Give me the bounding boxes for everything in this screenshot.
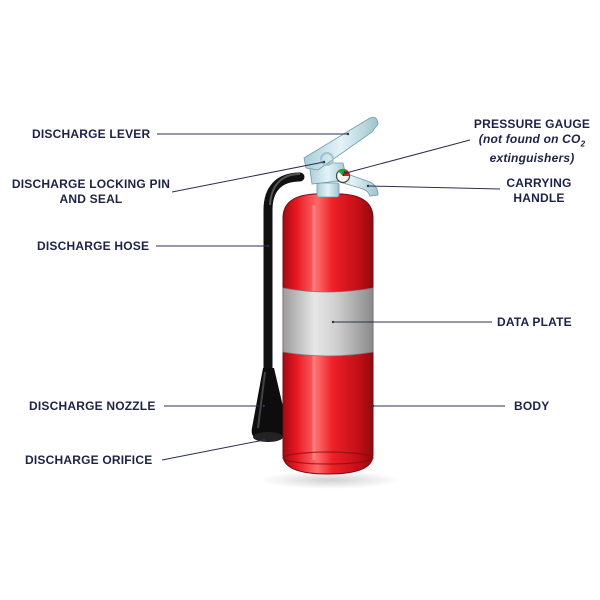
discharge-nozzle xyxy=(251,368,289,440)
label-discharge-lever: DISCHARGE LEVER xyxy=(32,127,150,142)
leader-pressure-gauge xyxy=(345,139,471,174)
hose-highlight xyxy=(269,173,301,206)
leader-dot-nozzle xyxy=(262,404,266,408)
leader-dot-handle xyxy=(366,184,370,188)
label-pressure-gauge-note-prefix: (not found on CO xyxy=(478,132,581,146)
leader-carrying-handle xyxy=(367,185,501,190)
label-discharge-orifice: DISCHARGE ORIFICE xyxy=(25,453,152,468)
label-discharge-lever-text: DISCHARGE LEVER xyxy=(32,127,151,141)
ground-shadow xyxy=(260,471,400,489)
label-data-plate-text: DATA PLATE xyxy=(497,315,572,329)
label-carrying-line2: HANDLE xyxy=(513,191,565,205)
leader-discharge-orifice xyxy=(161,439,265,461)
label-discharge-hose-text: DISCHARGE HOSE xyxy=(37,239,150,253)
label-pressure-gauge-note-sub: 2 xyxy=(580,139,586,149)
leader-dot-body xyxy=(371,404,375,408)
label-locking-pin-line1: DISCHARGE LOCKING PIN xyxy=(11,177,171,191)
label-pressure-gauge: PRESSURE GAUGE (not found on CO2 extingu… xyxy=(468,117,596,166)
discharge-lever xyxy=(303,116,379,171)
label-discharge-locking-pin: DISCHARGE LOCKING PIN AND SEAL xyxy=(8,177,174,207)
label-carrying-handle: CARRYING HANDLE xyxy=(496,176,582,206)
label-data-plate: DATA PLATE xyxy=(497,315,572,330)
leader-dot-orifice xyxy=(262,438,266,442)
label-pressure-gauge-note-line2: extinguishers) xyxy=(489,151,575,166)
leader-dot-gauge xyxy=(344,171,348,175)
label-discharge-nozzle-text: DISCHARGE NOZZLE xyxy=(29,399,156,413)
label-locking-pin-line2: AND SEAL xyxy=(59,192,123,206)
label-carrying-line1: CARRYING xyxy=(506,176,572,190)
label-body: BODY xyxy=(514,399,549,414)
label-discharge-hose: DISCHARGE HOSE xyxy=(37,239,149,254)
nozzle-highlight xyxy=(257,371,266,429)
discharge-orifice xyxy=(253,432,283,442)
label-discharge-orifice-text: DISCHARGE ORIFICE xyxy=(25,453,153,467)
data-plate xyxy=(282,287,374,357)
label-pressure-gauge-note-line1: (not found on CO2 xyxy=(468,132,596,151)
gauge-green-zone xyxy=(338,168,346,176)
valve-neck xyxy=(316,182,340,198)
leader-locking-pin xyxy=(171,161,325,193)
label-discharge-nozzle: DISCHARGE NOZZLE xyxy=(29,399,156,414)
label-body-text: BODY xyxy=(514,399,550,413)
gauge-needle xyxy=(342,170,346,177)
leader-dot-hose xyxy=(266,244,270,248)
locking-pin-ring xyxy=(320,152,334,166)
leader-dot-plate xyxy=(331,320,335,324)
body-base-ring xyxy=(282,451,374,465)
leader-dot-pin xyxy=(322,160,326,164)
label-pressure-gauge-title: PRESSURE GAUGE xyxy=(473,117,591,131)
leader-dot-lever xyxy=(346,132,350,136)
